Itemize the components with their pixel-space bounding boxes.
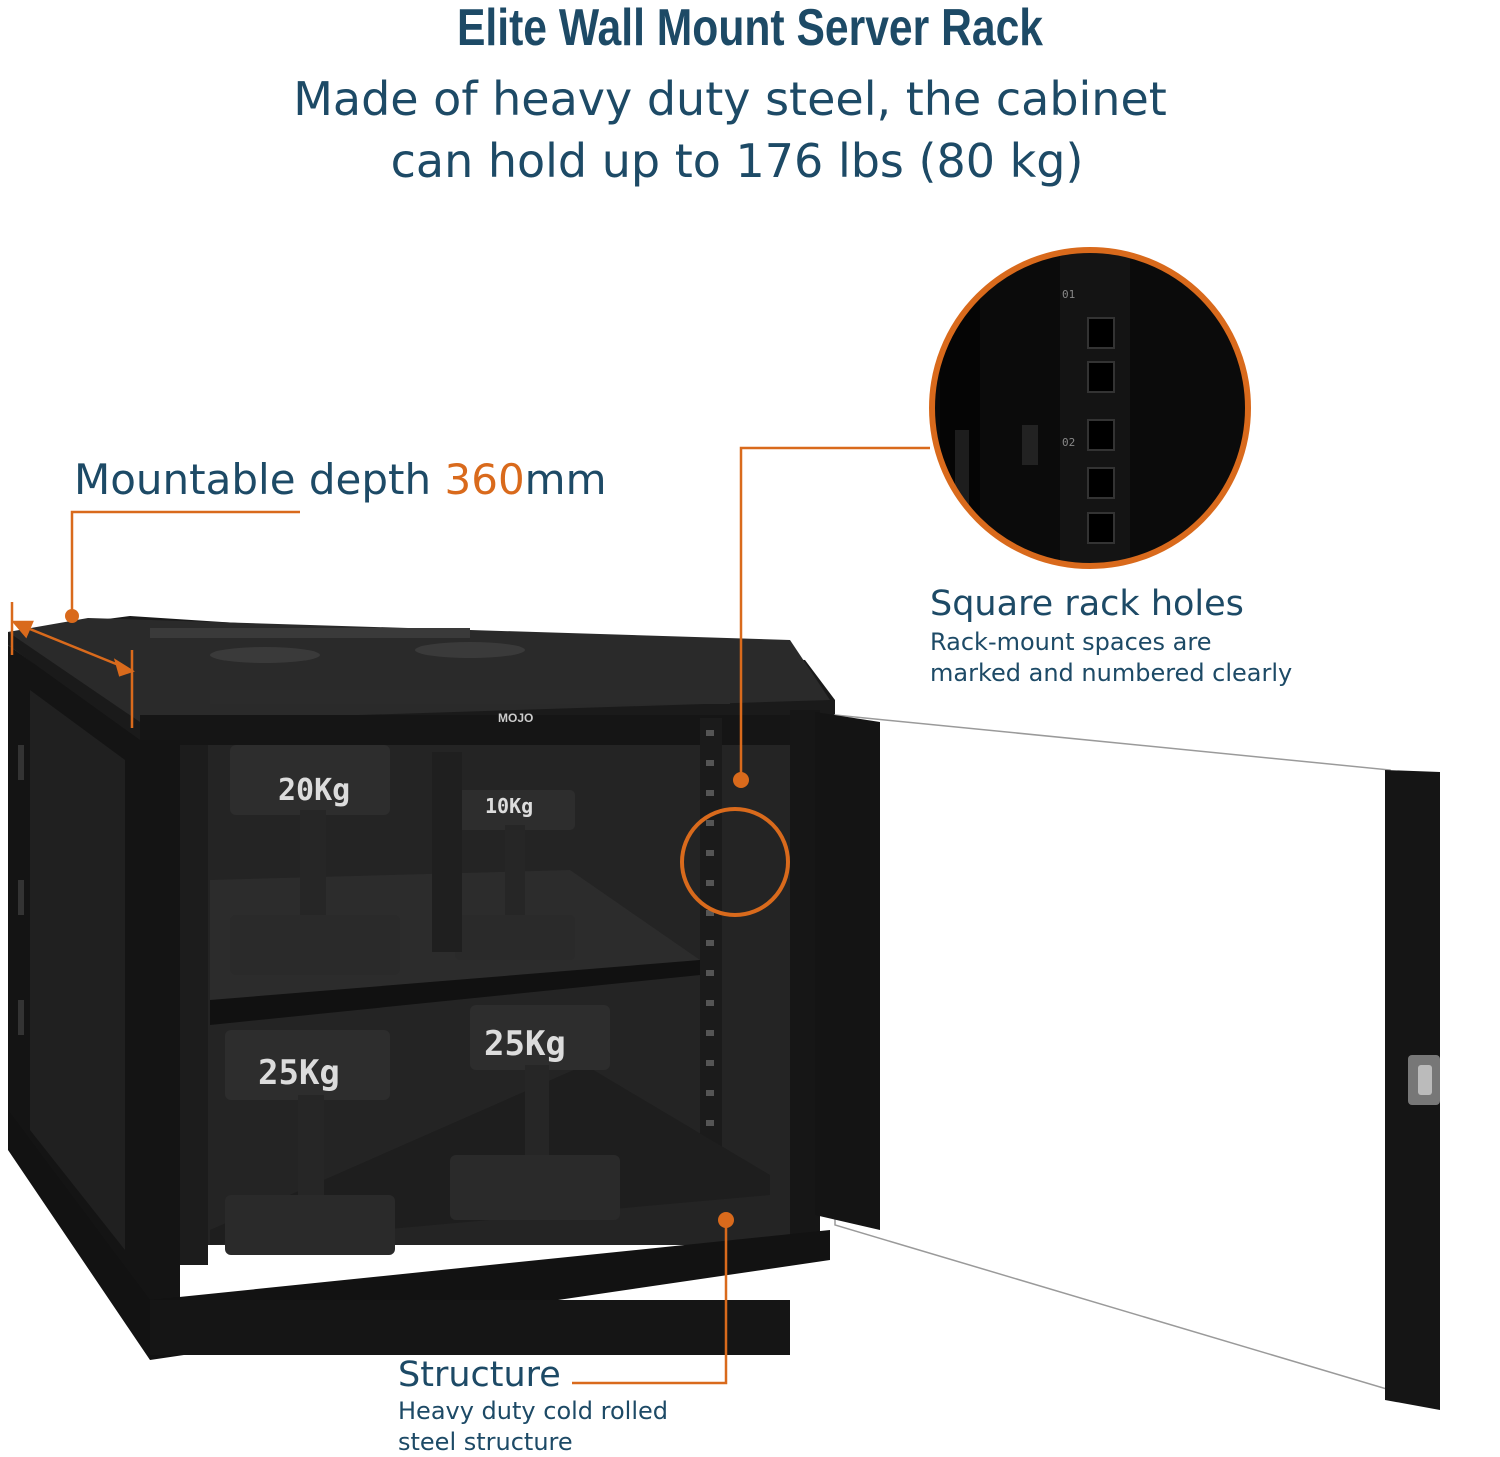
- structure-desc-line-1: Heavy duty cold rolled: [398, 1397, 669, 1425]
- svg-text:20Kg: 20Kg: [278, 773, 350, 808]
- svg-text:10Kg: 10Kg: [485, 794, 533, 818]
- structure-leader-line: [572, 1222, 728, 1385]
- depth-callout-dot: [65, 609, 79, 623]
- svg-text:01: 01: [1062, 288, 1075, 301]
- depth-leader-line: [70, 510, 300, 612]
- rack-holes-zoom-ring: [929, 247, 1251, 569]
- structure-heading: Structure: [398, 1355, 561, 1395]
- weight-10kg: 10Kg: [432, 752, 575, 960]
- svg-text:25Kg: 25Kg: [484, 1024, 566, 1064]
- depth-unit: mm: [524, 455, 607, 504]
- svg-text:02: 02: [1062, 436, 1075, 449]
- depth-callout-label: Mountable depth 360mm: [74, 455, 607, 504]
- subtitle-line-1: Made of heavy duty steel, the cabinet: [293, 72, 1167, 126]
- structure-desc-line-2: steel structure: [398, 1428, 573, 1456]
- rack-holes-leader-line: [739, 446, 930, 778]
- structure-callout-dot: [718, 1212, 734, 1228]
- glass-door: [815, 712, 1440, 1410]
- subtitle-line-2: can hold up to 176 lbs (80 kg): [390, 134, 1084, 188]
- weight-25kg-left: 25Kg: [225, 1030, 395, 1255]
- rack-holes-desc-line-2: marked and numbered clearly: [930, 659, 1293, 687]
- rack-holes-callout-dot: [733, 772, 749, 788]
- weight-20kg: 20Kg: [230, 745, 400, 975]
- depth-prefix: Mountable depth: [74, 455, 445, 504]
- depth-value: 360: [444, 455, 525, 504]
- page-title: Elite Wall Mount Server Rack: [456, 0, 1044, 57]
- weight-25kg-right: 25Kg: [450, 1005, 620, 1220]
- depth-dimension-arrow: [10, 602, 135, 728]
- brand-logo: MOJO: [498, 711, 533, 725]
- svg-text:25Kg: 25Kg: [258, 1053, 340, 1093]
- rack-holes-heading: Square rack holes: [930, 584, 1244, 624]
- rack-holes-desc-line-1: Rack-mount spaces are: [930, 628, 1212, 656]
- rack-holes-highlight-ring: [680, 807, 790, 917]
